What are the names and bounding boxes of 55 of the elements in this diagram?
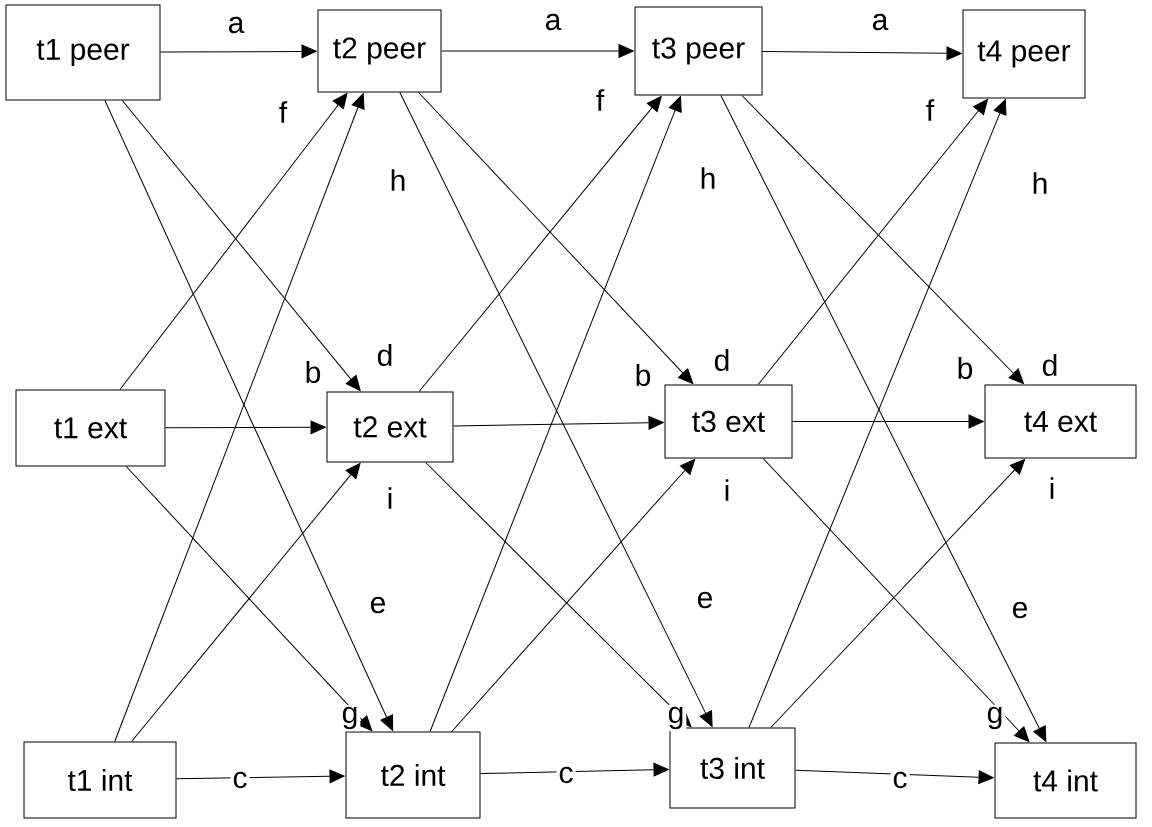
process-box: t2 int — [345, 731, 481, 819]
edge-label: e — [367, 594, 389, 616]
arrow — [741, 95, 1025, 385]
process-box: t3 peer — [634, 6, 763, 96]
edge-label: d — [1039, 352, 1061, 378]
process-box: t1 int — [23, 741, 177, 819]
edge-label: c — [890, 769, 910, 791]
arrow — [757, 98, 988, 385]
process-box: t4 ext — [984, 384, 1137, 459]
arrow — [480, 762, 669, 777]
process-box: t2 peer — [317, 9, 442, 93]
edge-label: g — [665, 704, 687, 732]
arrow — [399, 92, 713, 727]
arrow — [748, 99, 1007, 728]
edge-label: a — [542, 11, 564, 33]
edge-label: b — [954, 355, 976, 381]
process-box: t1 peer — [5, 4, 161, 101]
edge-label: g — [984, 704, 1006, 732]
arrow — [441, 44, 634, 58]
edge-label: b — [632, 362, 654, 388]
arrow — [160, 44, 317, 59]
edge-label: h — [697, 165, 719, 191]
edge-label: d — [711, 347, 733, 373]
arrow — [453, 415, 664, 430]
process-box: t3 ext — [664, 384, 793, 459]
process-box: t4 peer — [962, 9, 1086, 99]
edge-label: a — [225, 14, 247, 36]
edge-label: a — [869, 11, 891, 33]
process-box: t1 ext — [15, 389, 166, 467]
edge-label: f — [593, 87, 607, 113]
edge-label: e — [694, 589, 716, 611]
arrow — [114, 93, 365, 742]
edge-label: f — [923, 97, 937, 123]
edge-label: c — [556, 764, 576, 786]
edge-label: e — [1009, 599, 1031, 621]
edge-label: h — [387, 167, 409, 193]
arrow — [429, 96, 682, 732]
arrow — [795, 769, 994, 785]
arrow — [792, 414, 984, 429]
edge-label: h — [1029, 170, 1051, 196]
process-box: t2 ext — [326, 391, 454, 463]
edge-label: b — [302, 359, 324, 385]
arrow — [104, 100, 394, 731]
edge-label: d — [374, 342, 396, 368]
arrow — [720, 95, 1047, 742]
edge-label: c — [230, 769, 250, 791]
edge-label: i — [384, 485, 396, 511]
arrow — [762, 46, 962, 61]
edge-label: f — [276, 99, 290, 125]
edge-label: i — [1046, 475, 1058, 501]
edge-label: i — [721, 477, 733, 503]
arrow — [165, 420, 326, 435]
edge-label: g — [339, 704, 361, 732]
process-box: t4 int — [994, 742, 1137, 819]
arrow — [176, 769, 345, 784]
